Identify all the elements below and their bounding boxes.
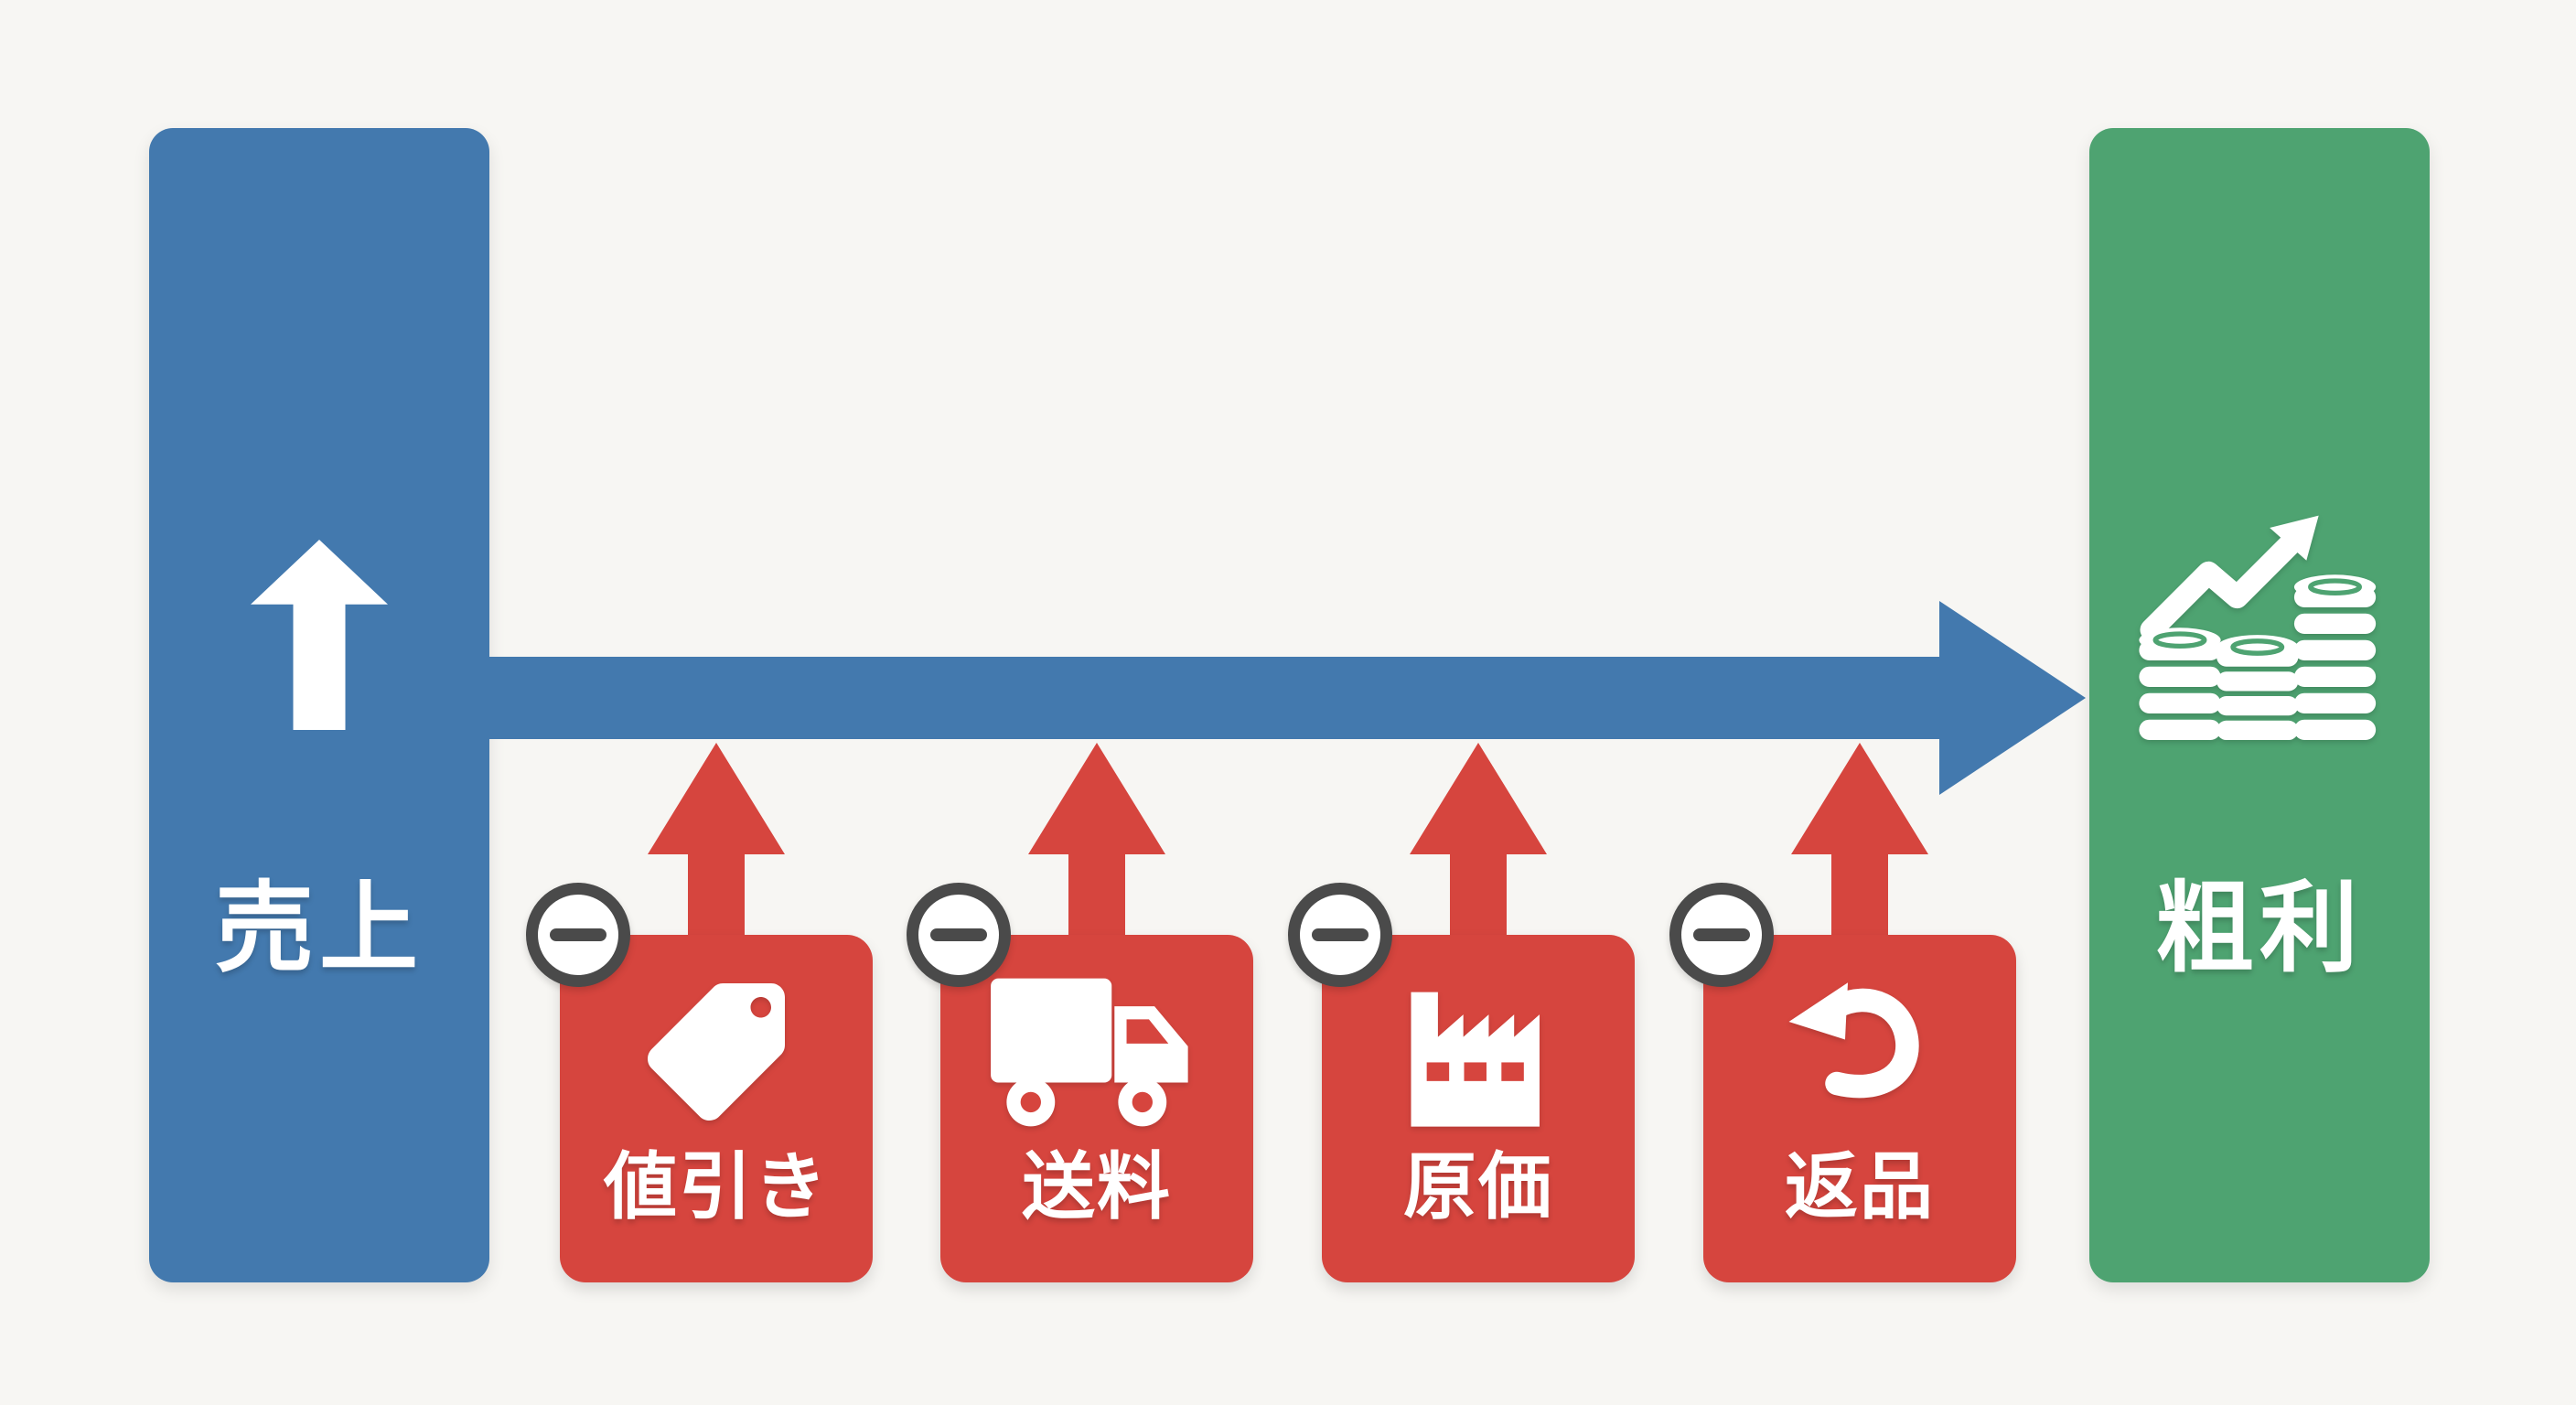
sales-label: 売上 [214,873,424,983]
discount-label: 値引き [604,1146,829,1228]
cost-up-arrow-icon [1410,743,1547,854]
discount-up-arrow-stem [688,851,745,940]
profit-bar: 粗利 [2089,128,2430,1282]
sales-bar: 売上 [149,128,489,1282]
factory-icon [1411,992,1540,1127]
return-arrow-icon [1788,982,1919,1099]
returns-up-arrow-icon [1791,743,1928,854]
minus-icon [907,883,1011,987]
price-tag-icon [648,983,785,1121]
deduction-box-discount: 値引き [560,935,873,1282]
deduction-box-shipping: 送料 [940,935,1253,1282]
deduction-box-returns: 返品 [1703,935,2016,1282]
returns-up-arrow-stem [1831,851,1888,940]
coins-growth-arrow-icon [2139,515,2377,740]
delivery-truck-icon [991,978,1188,1127]
deduction-box-cost: 原価 [1322,935,1635,1282]
flow-arrow-head [1939,601,2086,795]
cost-label: 原価 [1403,1146,1553,1228]
shipping-label: 送料 [1022,1146,1172,1228]
returns-label: 返品 [1785,1146,1935,1228]
flow-arrow-shaft [488,657,1941,739]
discount-up-arrow-icon [648,743,785,854]
minus-icon [526,883,630,987]
up-arrow-icon [251,540,388,730]
minus-icon [1669,883,1774,987]
shipping-up-arrow-stem [1068,851,1125,940]
minus-icon [1288,883,1392,987]
profit-label: 粗利 [2154,873,2364,983]
cost-up-arrow-stem [1450,851,1507,940]
shipping-up-arrow-icon [1028,743,1165,854]
